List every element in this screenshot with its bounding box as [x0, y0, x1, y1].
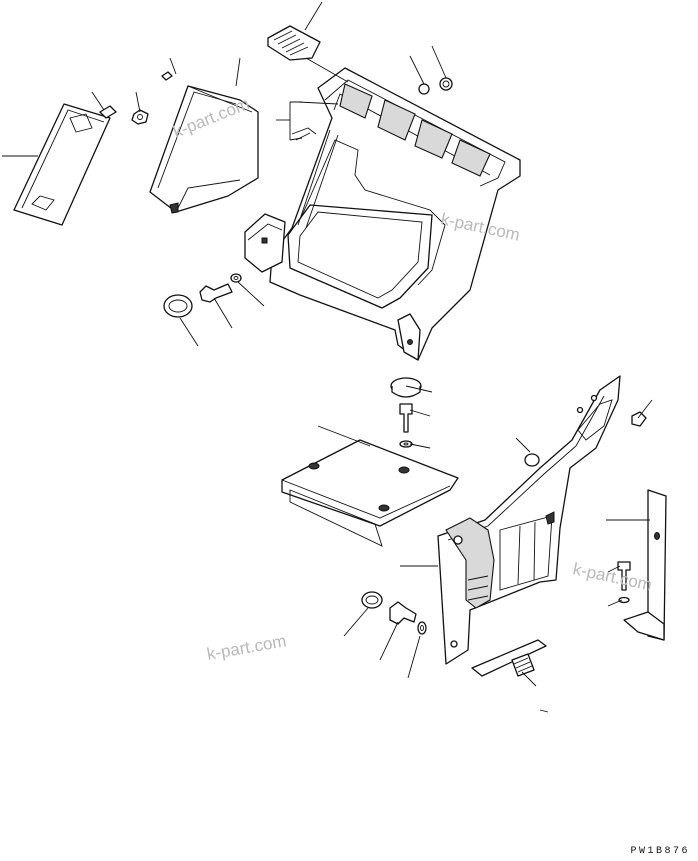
leader-lines-upper — [2, 1, 447, 347]
watermark: k-part.com — [205, 631, 287, 664]
side-bracket — [244, 213, 286, 273]
leader-lines-lower — [317, 385, 653, 713]
watermark: k-part.com — [571, 559, 653, 594]
side-trim-panel — [437, 375, 647, 665]
step-strip — [471, 639, 547, 677]
console-frame — [269, 67, 521, 361]
cap-bolt-washer-upper — [163, 273, 242, 318]
duct-housing — [149, 85, 259, 214]
small-bolts-upper — [131, 71, 173, 125]
flat-plate — [281, 439, 459, 547]
right-bracket — [617, 489, 667, 641]
small-plug — [524, 453, 540, 467]
drawing-code: PW1B876 — [630, 846, 690, 857]
cap-bolt-washer-lower — [361, 591, 427, 635]
left-cover-panel — [13, 103, 117, 226]
vent-grille — [267, 25, 321, 61]
